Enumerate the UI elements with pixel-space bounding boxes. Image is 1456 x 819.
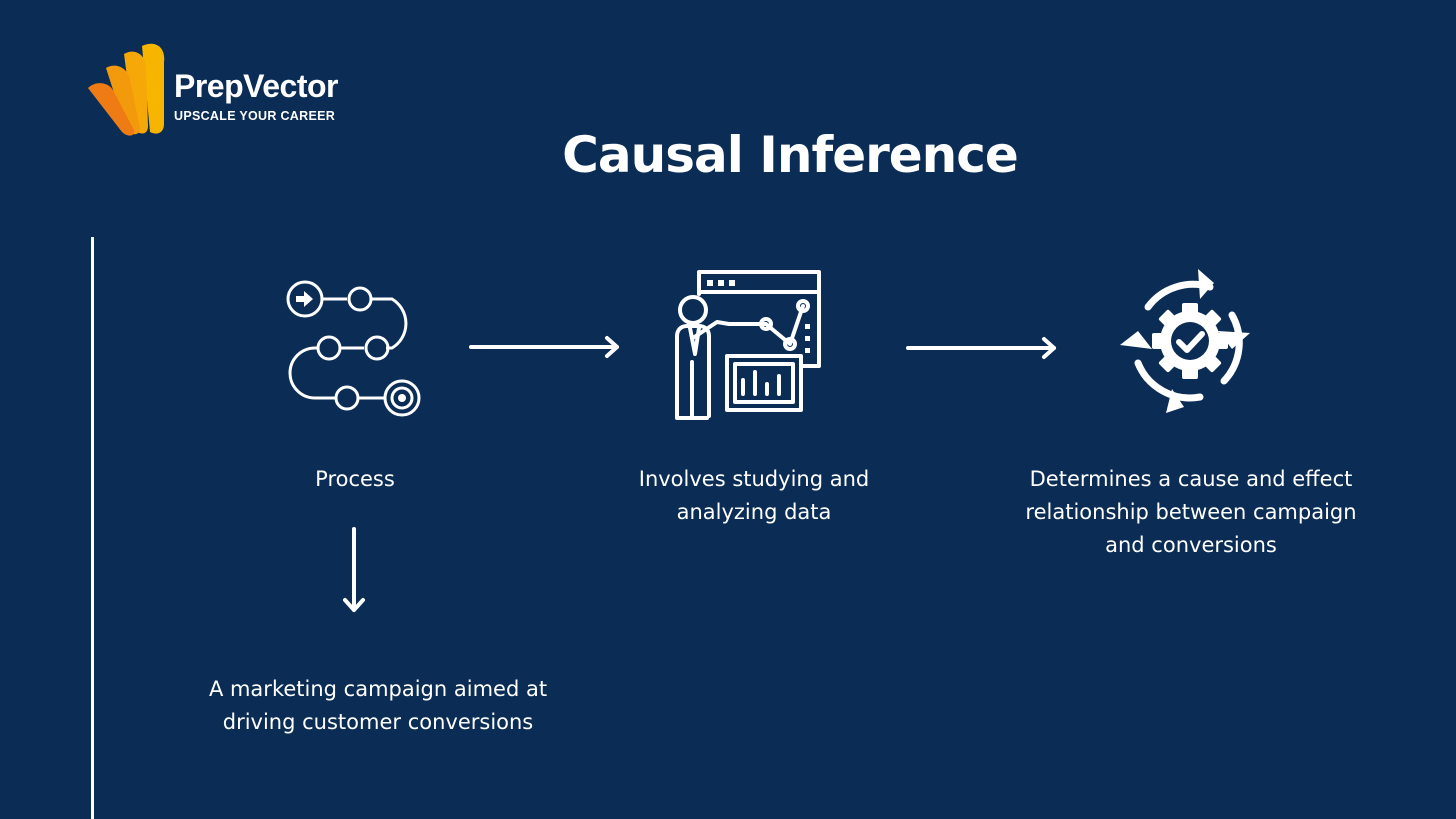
process-path-icon	[286, 280, 421, 417]
data-analyst-presentation-icon	[675, 270, 821, 420]
page-title: Causal Inference	[562, 126, 1019, 184]
flow-arrow-right-icon	[469, 336, 619, 358]
step-label-process: Process	[315, 467, 395, 491]
logo-fan-icon	[88, 43, 165, 136]
flow-arrow-right-icon	[906, 337, 1056, 359]
step-label-analysis: Involves studying and analyzing data	[638, 467, 870, 524]
brand-logo: PrepVector UPSCALE YOUR CAREER	[84, 40, 384, 136]
step-label-causation: Determines a cause and effect relationsh…	[1025, 467, 1357, 557]
gear-checkmark-cycle-icon	[1120, 269, 1250, 413]
left-divider-line	[91, 237, 94, 819]
brand-tagline: UPSCALE YOUR CAREER	[174, 109, 336, 123]
brand-name: PrepVector	[174, 68, 338, 104]
sub-step-label-campaign: A marketing campaign aimed at driving cu…	[208, 677, 548, 734]
flow-arrow-down-icon	[343, 527, 365, 612]
